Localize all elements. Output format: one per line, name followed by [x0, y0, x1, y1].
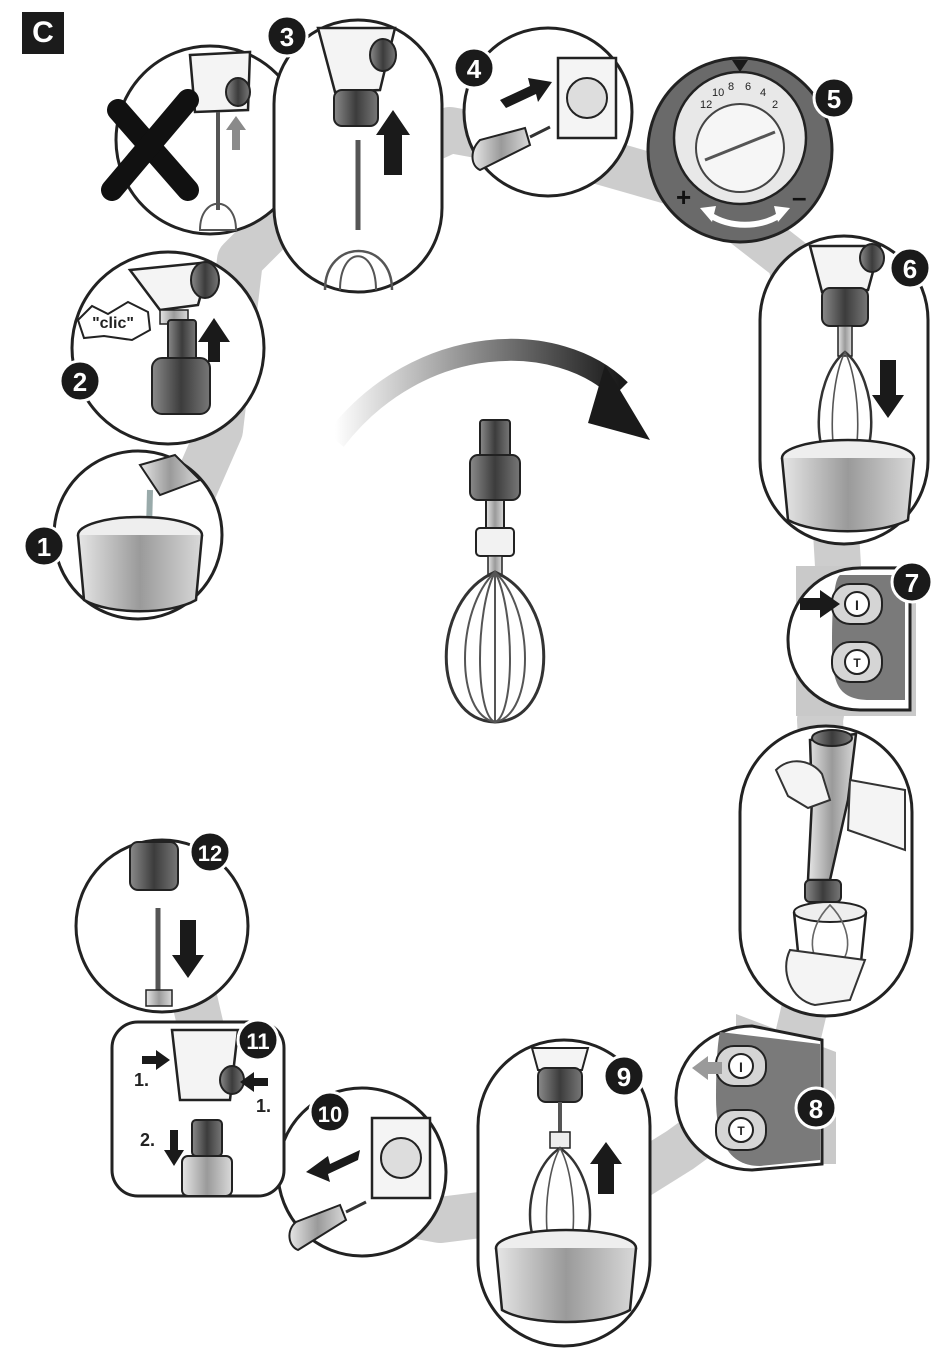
step-4-panel: 4: [454, 28, 632, 196]
step-12-number: 12: [198, 841, 222, 866]
step-1-number: 1: [37, 532, 51, 562]
dial-mark-2: 2: [772, 99, 778, 111]
step-11-label-1-right: 1.: [256, 1096, 271, 1116]
step-5-panel: 12 10 8 6 4 2 + – 5: [648, 58, 854, 242]
dial-mark-6: 6: [745, 81, 751, 93]
step-8-panel: I T 8: [676, 1014, 836, 1170]
dial-mark-12: 12: [700, 99, 712, 111]
step-7-button-t: T: [853, 656, 861, 670]
step-12-panel: 12: [76, 832, 248, 1012]
step-7-number: 7: [905, 568, 919, 598]
step-8-button-i: I: [739, 1059, 743, 1075]
step-1-panel: 1: [24, 451, 222, 619]
dial-mark-10: 10: [712, 87, 724, 99]
step-6-number: 6: [903, 254, 917, 284]
step-5-number: 5: [827, 84, 841, 114]
step-9-panel: 9: [478, 1040, 650, 1346]
step-7-button-i: I: [855, 597, 859, 613]
step-4-number: 4: [467, 54, 482, 84]
step-11-number: 11: [246, 1029, 269, 1054]
step-9-number: 9: [617, 1062, 631, 1092]
step-6-panel: 6: [760, 236, 930, 544]
clic-label: "clic": [92, 315, 134, 332]
step-8-button-t: T: [737, 1124, 745, 1138]
step-11-panel: 1. 1. 2. 11: [112, 1020, 284, 1196]
step-2-number: 2: [73, 367, 87, 397]
dial-mark-4: 4: [760, 87, 766, 99]
step-3-number: 3: [280, 22, 294, 52]
step-2-panel: "clic" 2: [60, 252, 264, 444]
step-7-panel: I T 7: [788, 562, 932, 716]
dial-mark-8: 8: [728, 81, 734, 93]
center-whisk-icon: [446, 420, 544, 722]
step-10-panel: 10: [278, 1088, 446, 1256]
step-11-label-2: 2.: [140, 1130, 155, 1150]
dial-plus-label: +: [676, 182, 691, 212]
step-11-label-1-left: 1.: [134, 1070, 149, 1090]
dial-minus-label: –: [792, 182, 806, 212]
step-10-number: 10: [318, 1102, 342, 1127]
whisking-panel: [740, 726, 912, 1016]
step-3-panel: 3: [267, 16, 442, 292]
step-8-number: 8: [809, 1094, 823, 1124]
